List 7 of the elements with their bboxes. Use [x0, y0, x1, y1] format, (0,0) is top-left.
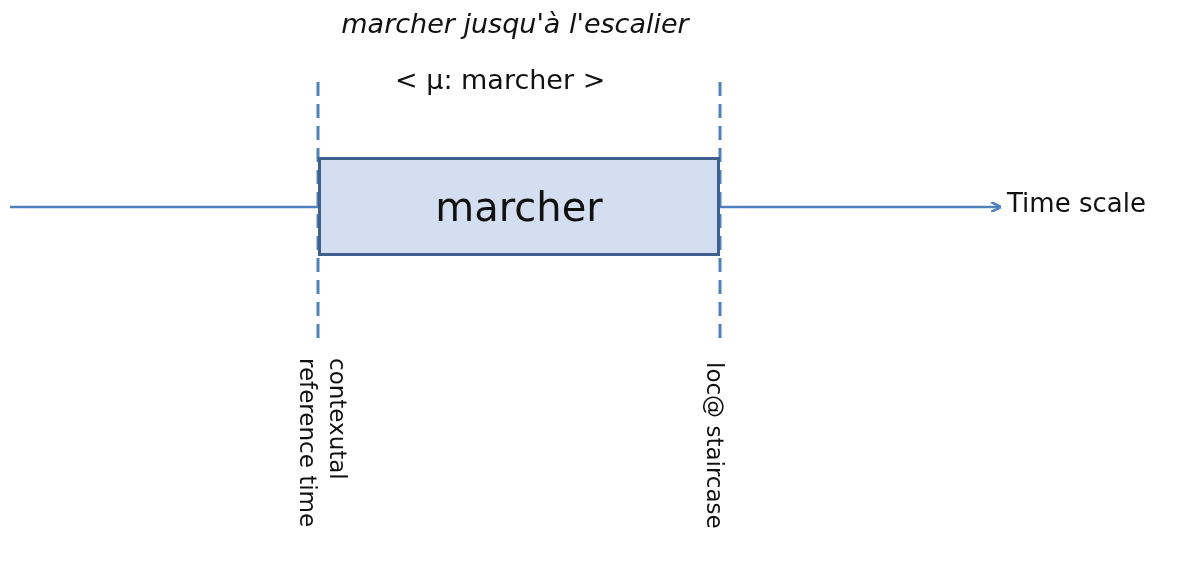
- time-point-label: loc@ staircase: [701, 362, 729, 531]
- activity-box: [318, 157, 720, 256]
- title: marcher jusqu'à l'escalier: [340, 8, 691, 39]
- box-label: marcher: [435, 183, 603, 230]
- axis-label: Time scale: [1007, 188, 1146, 218]
- time-point-label: contexutal reference time: [294, 358, 352, 530]
- annotation: < μ: marcher >: [395, 64, 606, 95]
